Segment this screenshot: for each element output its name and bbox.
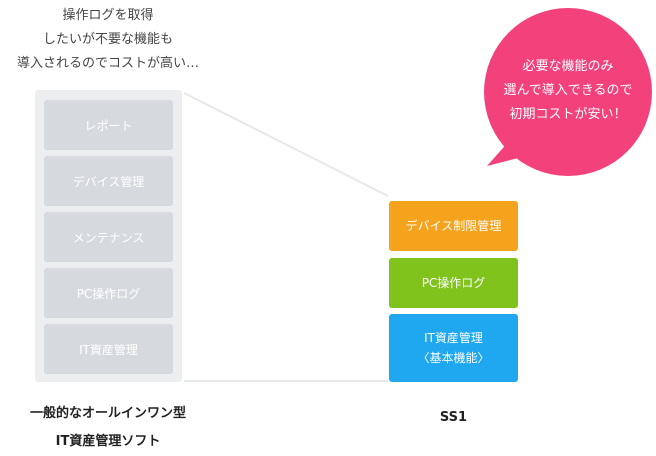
feature-device: デバイス管理 xyxy=(44,156,173,206)
bubble-line: 選んで導入できるので xyxy=(503,83,633,98)
right-label: SS1 xyxy=(439,410,468,425)
speech-bubble xyxy=(484,8,652,176)
module-it-asset: IT資産管理 〈基本機能〉 xyxy=(389,314,518,382)
bubble-text: 必要な機能のみ 選んで導入できるので 初期コストが安い！ xyxy=(485,55,651,127)
bubble-line: 必要な機能のみ xyxy=(522,59,614,74)
all-in-one-panel: レポート デバイス管理 メンテナンス PC操作ログ IT資産管理 xyxy=(35,90,182,382)
caption-line: 操作ログを取得 xyxy=(62,8,154,23)
module-pc-log: PC操作ログ xyxy=(389,258,518,308)
feature-it-asset: IT資産管理 xyxy=(44,324,173,374)
module-label: IT資産管理 xyxy=(424,331,483,345)
caption-line: 導入されるのでコストが高い… xyxy=(16,56,199,71)
left-caption: 操作ログを取得 したいが不要な機能も 導入されるのでコストが高い… xyxy=(0,4,216,76)
caption-line: したいが不要な機能も xyxy=(42,32,173,47)
left-label: 一般的なオールインワン型 IT資産管理ソフト xyxy=(0,400,216,456)
feature-pc-log: PC操作ログ xyxy=(44,268,173,318)
feature-maintenance: メンテナンス xyxy=(44,212,173,262)
left-label-line: IT資産管理ソフト xyxy=(55,434,161,449)
module-sublabel: 〈基本機能〉 xyxy=(417,351,490,365)
module-device-restriction: デバイス制限管理 xyxy=(389,201,518,251)
left-label-line: 一般的なオールインワン型 xyxy=(29,406,186,421)
feature-report: レポート xyxy=(44,100,173,150)
bubble-line: 初期コストが安い！ xyxy=(509,107,627,122)
